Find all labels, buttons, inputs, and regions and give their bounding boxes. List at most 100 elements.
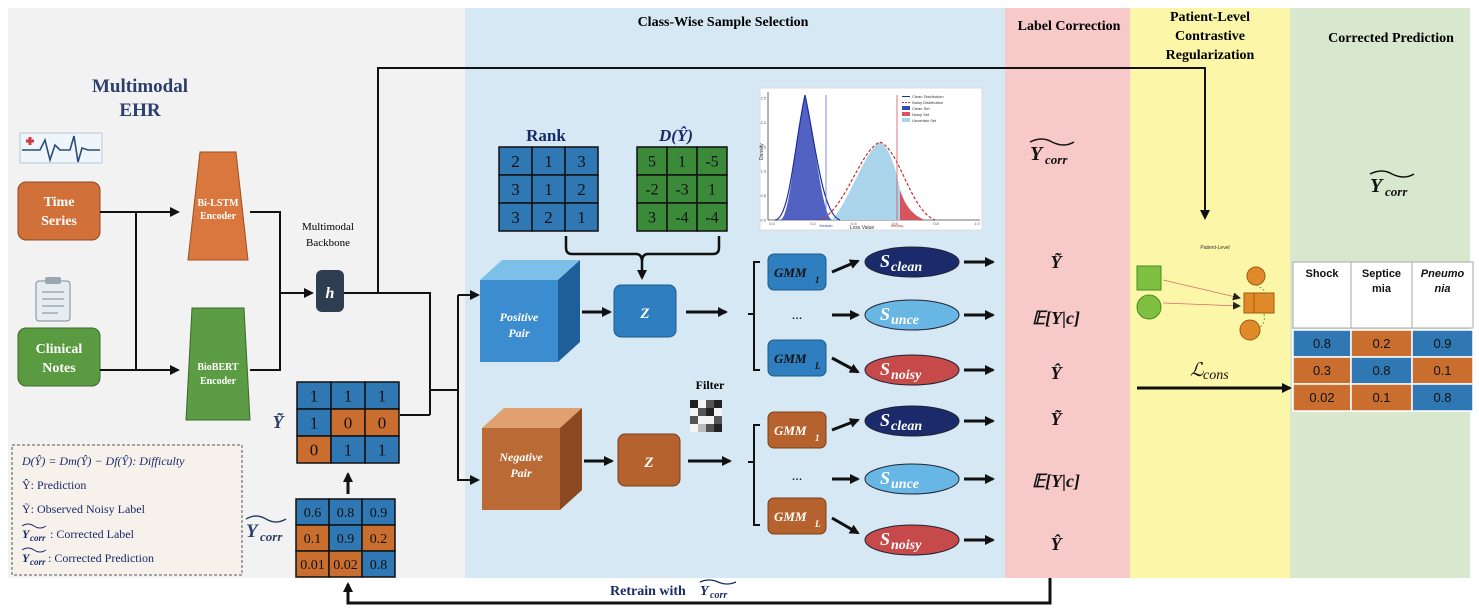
svg-text:GMM: GMM — [774, 351, 807, 366]
svg-text:GMM: GMM — [774, 265, 807, 280]
correction-panel — [1005, 8, 1130, 578]
svg-text:GMM: GMM — [774, 509, 807, 524]
svg-text:thclean: thclean — [820, 223, 833, 228]
svg-text:corr: corr — [1045, 152, 1068, 167]
bilstm-encoder — [187, 151, 249, 261]
label-correction-output: 𝔼[Y|c] — [1032, 471, 1080, 491]
matrix-cell: 0.01 — [295, 550, 330, 578]
filter-label: Filter — [696, 378, 725, 392]
svg-text:noisy: noisy — [891, 538, 922, 553]
legend-corrected-prediction: Y corr : Corrected Prediction — [21, 547, 154, 567]
label-correction-output: 𝔼[Y|c] — [1032, 308, 1080, 328]
density-ytick: 2.5 — [760, 96, 766, 101]
svg-text:Clean Distribution: Clean Distribution — [912, 94, 944, 99]
matrix-cell: 0.9 — [361, 498, 396, 526]
svg-text:corr: corr — [710, 590, 727, 601]
svg-text:S: S — [880, 251, 890, 271]
contrastive-title-line3: Regularization — [1166, 48, 1255, 63]
ehr-title-line2: EHR — [119, 100, 160, 121]
selection-title: Class-Wise Sample Selection — [638, 15, 809, 30]
svg-text:Shock: Shock — [1305, 268, 1339, 280]
matrix-cell-value: 1 — [378, 440, 387, 459]
matrix-cell-value: 3 — [511, 180, 520, 199]
label-correction-output: Ỹ — [1051, 252, 1064, 272]
matrix-cell: 1 — [364, 381, 400, 410]
contrastive-loss-label: ℒ cons — [1190, 360, 1229, 383]
clinical-notes-box — [17, 327, 101, 387]
matrix-cell: 1 — [330, 381, 366, 410]
svg-text:Pneumo: Pneumo — [1421, 268, 1465, 280]
matrix-cell-value: 1 — [708, 182, 716, 199]
matrix-cell: -3 — [666, 174, 698, 204]
svg-text:Negative: Negative — [498, 450, 543, 464]
matrix-cell: 3 — [636, 202, 668, 232]
contrastive-title-line1: Patient-Level — [1170, 10, 1250, 25]
matrix-cell: -4 — [696, 202, 728, 232]
negative-pair-cube: Negative Pair — [482, 408, 582, 510]
backbone-line2: Backbone — [306, 237, 350, 249]
prediction-cell: 0.8 — [1350, 356, 1413, 385]
bilstm-line1: Bi-LSTM — [197, 198, 239, 209]
svg-text:S: S — [880, 304, 890, 324]
svg-text:L: L — [814, 361, 821, 371]
svg-text:nia: nia — [1435, 283, 1451, 295]
prediction-title: Corrected Prediction — [1328, 31, 1454, 46]
matrix-cell-value: 1 — [544, 180, 553, 199]
corrected-symbol-left: Y corr — [245, 515, 287, 544]
matrix-cell-value: -3 — [675, 182, 688, 199]
prediction-cell: 0.8 — [1411, 383, 1474, 412]
matrix-cell: 1 — [330, 435, 366, 464]
matrix-cell-value: 0 — [310, 440, 319, 459]
matrix-cell-value: 0 — [344, 413, 353, 432]
matrix-cell: -5 — [696, 146, 728, 176]
svg-text:Pair: Pair — [510, 466, 532, 480]
matrix-cell: 1 — [364, 435, 400, 464]
svg-text:Positive: Positive — [500, 310, 539, 324]
svg-text:Y: Y — [22, 527, 31, 541]
prediction-header: Shock — [1292, 261, 1352, 329]
matrix-cell-value: 1 — [678, 154, 686, 171]
matrix-cell: 1 — [296, 408, 332, 437]
filter-icon — [690, 400, 722, 432]
matrix-cell: -4 — [666, 202, 698, 232]
matrix-cell-value: 1 — [310, 386, 319, 405]
matrix-cell-value: 3 — [511, 208, 520, 227]
matrix-cell: 0.8 — [361, 550, 396, 578]
matrix-cell: 0.1 — [295, 524, 330, 552]
density-xtick: 1.0 — [974, 221, 980, 226]
svg-text:Y: Y — [22, 551, 31, 565]
prediction-header: Pneumo nia — [1411, 261, 1474, 329]
ehr-title-line1: Multimodal — [92, 76, 188, 97]
svg-text:cons: cons — [1203, 368, 1229, 383]
matrix-cell: 5 — [636, 146, 668, 176]
matrix-cell-value: 0.9 — [337, 532, 355, 547]
corrected-symbol-right: Y corr — [1369, 170, 1415, 199]
matrix-cell: 1 — [531, 174, 566, 204]
patient-level-graph: Patient-Level — [1136, 245, 1275, 341]
prediction-cell: 0.8 — [1292, 329, 1352, 358]
svg-text:1: 1 — [815, 275, 820, 285]
svg-text:unce: unce — [891, 477, 919, 492]
matrix-cell-value: -5 — [705, 154, 718, 171]
matrix-cell: -2 — [636, 174, 668, 204]
z-node-negative — [617, 433, 681, 487]
bilstm-line2: Encoder — [200, 211, 237, 222]
svg-text:clean: clean — [891, 419, 922, 434]
clinical-notes-line2: Notes — [42, 361, 76, 376]
svg-text:0.2: 0.2 — [1372, 336, 1390, 351]
prediction-cell: 0.1 — [1411, 356, 1474, 385]
matrix-cell-value: -2 — [645, 182, 658, 199]
matrix-cell-value: 1 — [378, 386, 387, 405]
svg-text:Uncertain Set: Uncertain Set — [912, 118, 937, 123]
time-series-line1: Time — [44, 195, 75, 210]
density-xtick: 0.8 — [933, 221, 939, 226]
density-xtick: 0.0 — [769, 221, 775, 226]
svg-text:clean: clean — [891, 260, 922, 275]
